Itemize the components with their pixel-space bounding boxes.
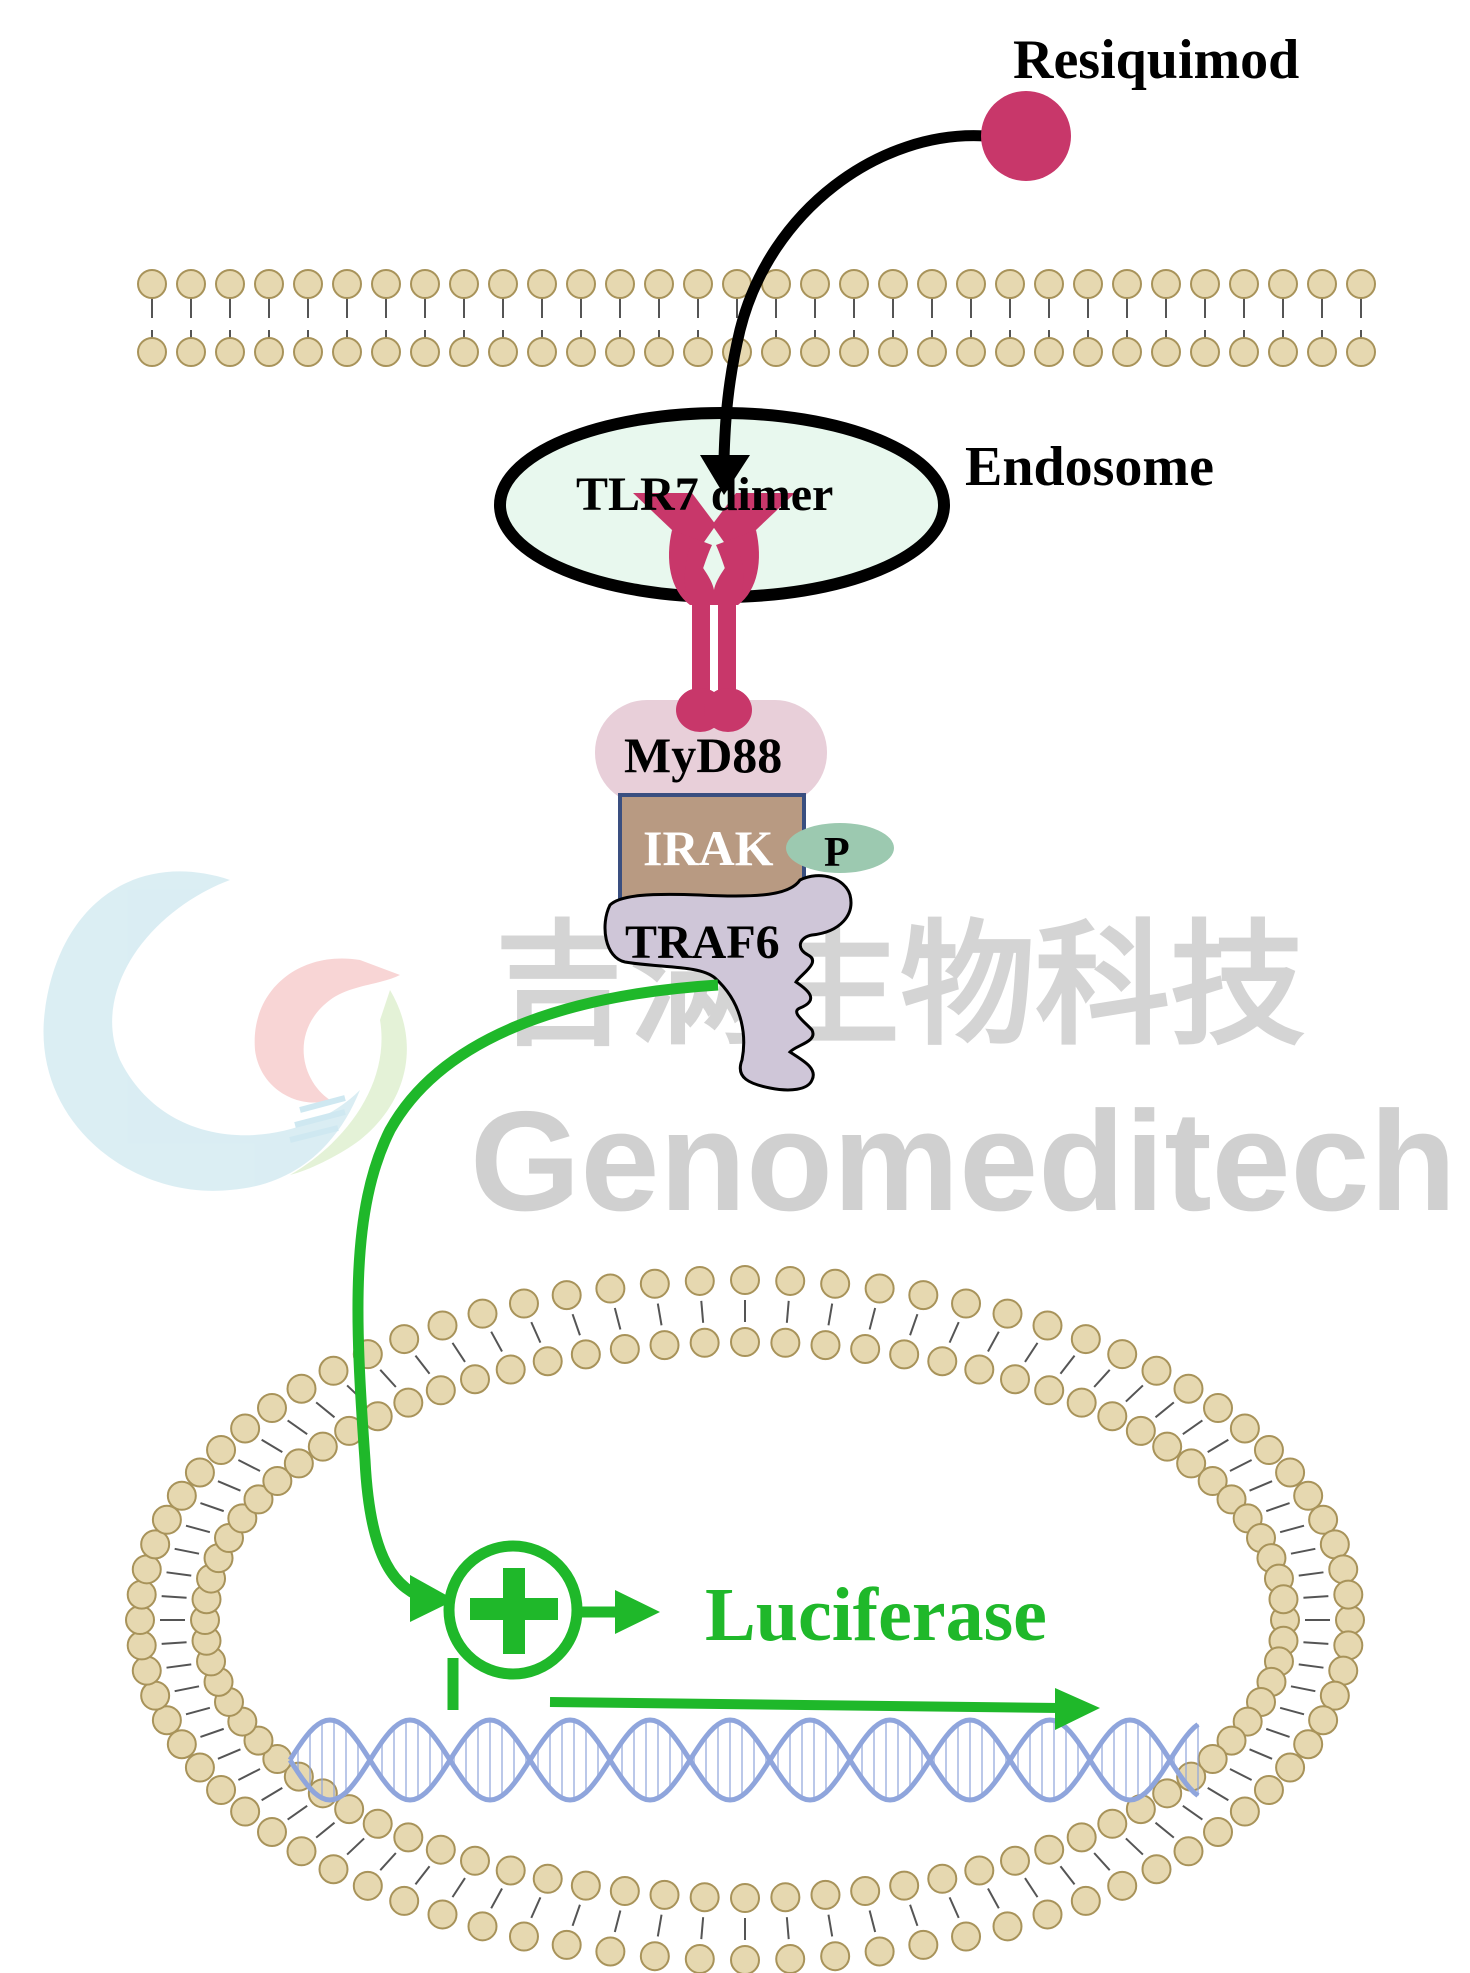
traf6-block — [603, 874, 853, 1092]
signal-arrowhead — [410, 1575, 455, 1622]
ligand-dot-icon — [981, 91, 1071, 181]
phospho-label: P — [824, 830, 850, 876]
transcription-arrow — [549, 1697, 1061, 1713]
receptor-anchor — [676, 688, 752, 732]
endosome-label: Endosome — [965, 436, 1214, 498]
nuclear-membrane-icon — [125, 1265, 1365, 1973]
transcription-arrowhead — [1055, 1688, 1100, 1730]
ligand-uptake-arrowhead — [700, 455, 750, 495]
irak-label: IRAK — [643, 820, 774, 876]
watermark-latin: Genomeditech — [470, 1082, 1456, 1241]
dna-helix-icon — [287, 1717, 1200, 1803]
ligand-label: Resiquimod — [1013, 29, 1299, 91]
reporter-label: Luciferase — [705, 1573, 1047, 1657]
plus-circle-icon — [443, 1540, 583, 1710]
irak-block — [618, 793, 806, 907]
expression-arrowhead — [615, 1590, 660, 1634]
ligand-uptake-arrow — [718, 130, 986, 461]
signal-arrow — [352, 979, 719, 1606]
phospho-badge — [786, 823, 894, 873]
myd88-label: MyD88 — [624, 727, 782, 783]
receptor-label: TLR7 dimer — [576, 468, 833, 521]
traf6-label: TRAF6 — [625, 916, 780, 969]
myd88-block — [595, 700, 827, 805]
genomeditech-logo-icon — [43, 871, 407, 1191]
